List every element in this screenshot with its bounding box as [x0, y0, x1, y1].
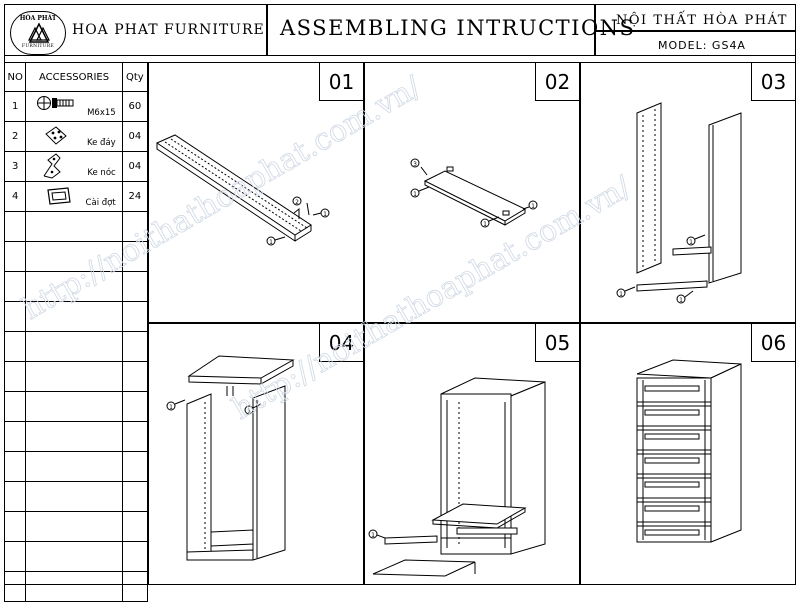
- table-row: 1 M6x15 60: [3, 91, 149, 122]
- step-panel-06: 06: [580, 323, 796, 585]
- document-title: ASSEMBLING INTRUCTIONS: [280, 16, 636, 40]
- brand-logo: HÒA PHÁT FURNITURE: [10, 11, 66, 55]
- callout-number: 1: [689, 239, 693, 246]
- row-number: 2: [3, 121, 27, 152]
- table-row: 2 Ke đáy 04: [3, 121, 149, 152]
- table-row-empty: [3, 301, 149, 332]
- company-name: NỘI THẤT HÒA PHÁT: [616, 13, 788, 28]
- accessory-name: Cài đợt: [85, 198, 116, 208]
- accessory-cell: Ke nóc: [25, 151, 123, 182]
- accessory-name: Ke đáy: [86, 138, 116, 148]
- logo-top-text: HÒA PHÁT: [19, 15, 57, 22]
- step-number: 03: [751, 63, 795, 101]
- table-row-empty: [3, 211, 149, 242]
- table-row: 4 Cài đợt 24: [3, 181, 149, 212]
- bottom-bracket-icon: [45, 126, 68, 145]
- header-divider: [266, 4, 268, 56]
- callout-number: 1: [413, 191, 417, 198]
- accessory-name: Ke nóc: [87, 168, 116, 178]
- table-row-empty: [3, 361, 149, 392]
- step-number: 04: [319, 324, 363, 362]
- accessory-qty: 24: [121, 181, 149, 212]
- accessory-cell: Ke đáy: [25, 121, 123, 152]
- step-panel-03: 03 1 1 1: [580, 62, 796, 323]
- table-row-empty: [3, 241, 149, 272]
- table-row-empty: [3, 451, 149, 482]
- callout-number: 3: [413, 161, 417, 168]
- table-row-empty: [3, 421, 149, 452]
- step-01-drawing: 2 1 1: [155, 134, 330, 246]
- column-header-no: NO: [3, 62, 27, 92]
- step-panel-04: 04 1 1: [148, 323, 364, 585]
- callout-number: 1: [679, 297, 683, 304]
- step-number: 01: [319, 63, 363, 101]
- model-label: MODEL: GS4A: [658, 39, 746, 52]
- table-row-empty: [3, 541, 149, 572]
- bolt-icon: [37, 96, 74, 110]
- table-header-row: NO ACCESSORIES Qty: [3, 62, 149, 92]
- accessory-name: M6x15: [87, 108, 116, 118]
- callout-number: 2: [295, 199, 299, 206]
- table-row-empty: [3, 571, 149, 602]
- row-number: 4: [3, 181, 27, 212]
- step-panel-01: 01 2 1 1: [148, 62, 364, 323]
- table-row-empty: [3, 511, 149, 542]
- callout-number: 1: [323, 211, 327, 218]
- top-bracket-icon: [44, 153, 62, 179]
- step-03-drawing: 1 1 1: [616, 102, 742, 304]
- step-panel-02: 02 3 1 1 1: [364, 62, 580, 323]
- callout-number: 1: [169, 404, 173, 411]
- step-06-drawing: [636, 359, 742, 543]
- accessory-cell: M6x15: [25, 91, 123, 122]
- steps-grid: 01 2 1 1 02 3: [148, 62, 796, 585]
- header-divider: [594, 30, 796, 32]
- row-number: 1: [3, 91, 27, 122]
- table-row-empty: [3, 481, 149, 512]
- callout-number: 1: [531, 203, 535, 210]
- step-05-drawing: 1: [368, 377, 546, 577]
- callout-number: 1: [247, 408, 251, 415]
- step-number: 05: [535, 324, 579, 362]
- accessory-qty: 04: [121, 121, 149, 152]
- step-02-drawing: 3 1 1 1: [410, 158, 538, 228]
- step-number: 02: [535, 63, 579, 101]
- step-number: 06: [751, 324, 795, 362]
- table-row-empty: [3, 391, 149, 422]
- accessory-qty: 04: [121, 151, 149, 182]
- shelf-clip-icon: [47, 187, 72, 205]
- callout-number: 1: [269, 239, 273, 246]
- logo-mark-icon: [28, 22, 50, 43]
- column-header-accessories: ACCESSORIES: [25, 62, 123, 92]
- step-panel-05: 05 1: [364, 323, 580, 585]
- brand-name: HOA PHAT FURNITURE: [72, 22, 265, 38]
- callout-number: 1: [371, 532, 375, 539]
- header: HÒA PHÁT FURNITURE HOA PHAT FURNITURE AS…: [4, 4, 796, 56]
- step-04-drawing: 1 1: [166, 355, 295, 561]
- logo-bottom-text: FURNITURE: [21, 44, 55, 49]
- accessories-table: NO ACCESSORIES Qty 1 M6x15: [3, 62, 149, 602]
- table-row-empty: [3, 331, 149, 362]
- callout-number: 1: [483, 221, 487, 228]
- row-number: 3: [3, 151, 27, 182]
- accessory-cell: Cài đợt: [25, 181, 123, 212]
- table-row: 3 Ke nóc 04: [3, 151, 149, 182]
- table-row-empty: [3, 271, 149, 302]
- accessory-qty: 60: [121, 91, 149, 122]
- column-header-qty: Qty: [121, 62, 149, 92]
- callout-number: 1: [619, 291, 623, 298]
